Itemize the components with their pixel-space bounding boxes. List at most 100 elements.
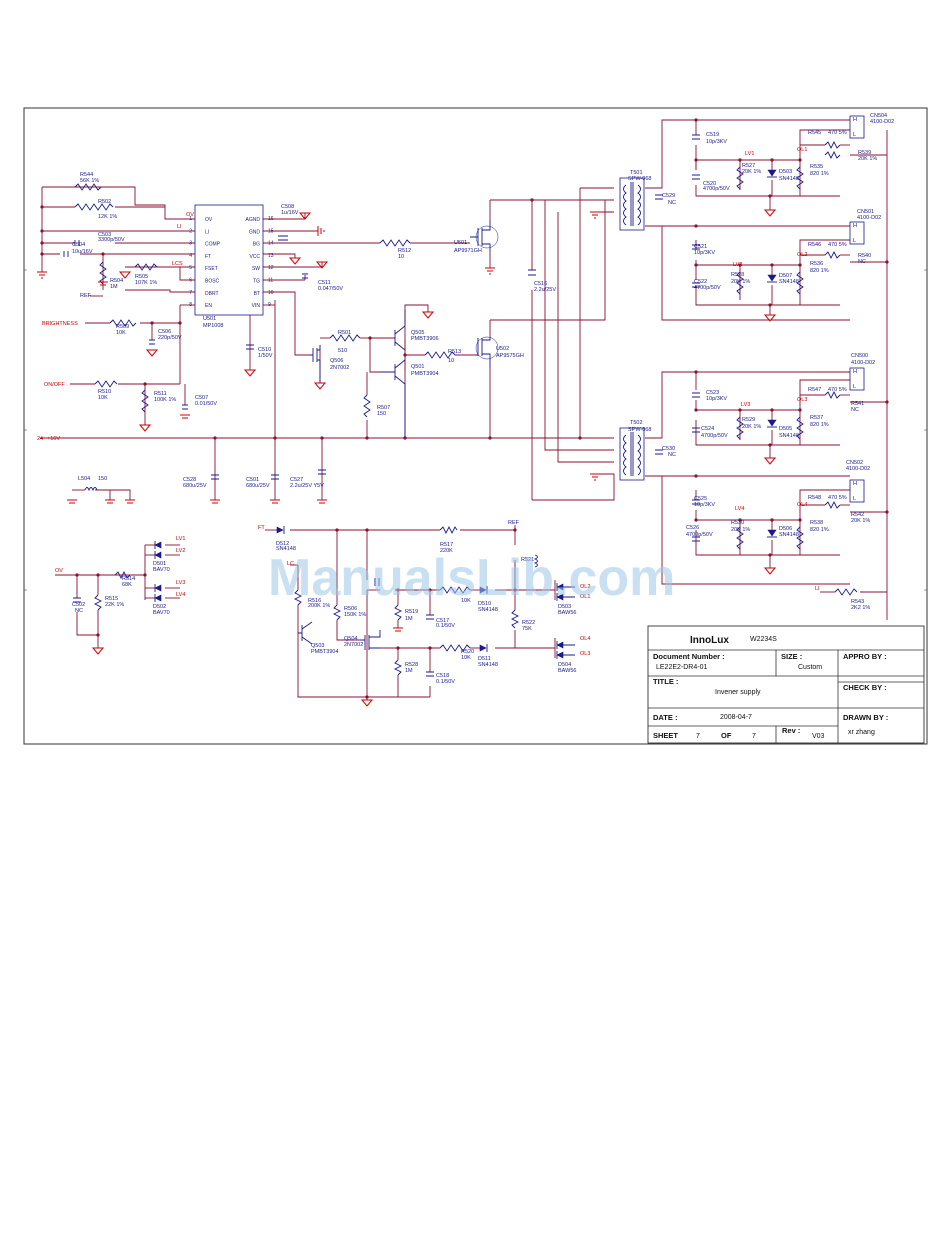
ic-pin-number: 16 (268, 216, 274, 222)
drawn-value: xr zhang (848, 729, 875, 736)
component-label: D512 (276, 541, 289, 547)
component-label: LV4 (735, 506, 744, 512)
size-value: Custom (798, 664, 822, 671)
ic-pin-number: 14 (268, 241, 274, 247)
component-label: D503 (558, 604, 571, 610)
component-label: 220p/50V (158, 335, 182, 341)
model-number: W2234S (750, 636, 777, 643)
ic-pin-name: FT (205, 254, 211, 260)
component-label: 150 (377, 411, 386, 417)
component-label: R541 (851, 401, 864, 407)
component-label: 0.047/50V (318, 286, 343, 292)
ic-pin-name: BT (254, 291, 260, 297)
component-label: 820 1% (810, 422, 829, 428)
component-label: 10p/3KV (694, 250, 715, 256)
component-label: C522 (694, 279, 707, 285)
ic-pin-name: BOSC (205, 279, 220, 285)
component-label: 200K 1% (308, 603, 330, 609)
sheet-label: SHEET (653, 731, 678, 740)
component-label: 12K 1% (98, 214, 117, 220)
component-label: 107K 1% (135, 280, 157, 286)
component-label: C506 (158, 329, 171, 335)
ic-pin-number: 2 (189, 228, 192, 234)
component-label: 20K 1% (731, 279, 750, 285)
component-label: R513 (448, 349, 461, 355)
component-label: C510 (258, 347, 271, 353)
component-label: 470 5% (828, 387, 847, 393)
component-label: 20K 1% (858, 156, 877, 162)
component-label: 1M (405, 616, 413, 622)
component-label: R522 (522, 620, 535, 626)
component-label: C527 (290, 477, 303, 483)
component-label: 680u/25V (183, 483, 207, 489)
component-label: 470 5% (828, 495, 847, 501)
ic-pin-number: 1 (189, 216, 192, 222)
component-label: 1M (405, 668, 413, 674)
junctions (40, 118, 889, 699)
component-label: 470 5% (828, 130, 847, 136)
component-label: 680u/25V (246, 483, 270, 489)
component-label: OV (55, 568, 63, 574)
component-label: 820 1% (810, 268, 829, 274)
rev-value: V03 (812, 733, 825, 740)
component-label: C525 (694, 496, 707, 502)
component-label: SN4148 (478, 662, 498, 668)
component-label: C530 (662, 446, 675, 452)
component-label: 1M (110, 284, 118, 290)
ic-pin-number: 3 (189, 241, 192, 247)
component-label: R515 (105, 596, 118, 602)
component-label: L (853, 132, 856, 138)
ic-pin-name: VCC (249, 254, 260, 260)
component-label: R544 (80, 172, 93, 178)
component-label: SN4148 (779, 279, 799, 285)
component-label: C504 (72, 242, 85, 248)
component-label: D505 (779, 426, 792, 432)
component-label: C517 (436, 618, 449, 624)
component-label: U502 (496, 346, 509, 352)
component-label: L (853, 384, 856, 390)
component-label: CN500 (851, 353, 868, 359)
component-label: NC (851, 407, 859, 413)
ic-pin-name: COMP (205, 242, 221, 248)
component-label: LV1 (176, 536, 185, 542)
doc-number: LE22E2-DR4-01 (656, 664, 707, 671)
component-label: PMBT3904 (411, 371, 439, 377)
component-label: BRIGHTNESS (42, 321, 78, 327)
ic-pin-name: GND (249, 229, 261, 235)
connectors (849, 115, 865, 503)
component-label: 470 5% (828, 242, 847, 248)
component-label: SN4148 (779, 532, 799, 538)
component-label: 10 (398, 254, 404, 260)
component-label: 10u/16V (72, 249, 93, 255)
component-label: H (853, 481, 857, 487)
ic-pin-number: 8 (189, 302, 192, 308)
component-label: 2.2u/25V (534, 287, 556, 293)
component-label: U501 (454, 240, 467, 246)
component-label: C511 (318, 280, 331, 286)
component-label: LI (815, 586, 820, 592)
component-label: 10p/3KV (694, 502, 715, 508)
diodes (154, 169, 777, 659)
component-label: Q505 (411, 330, 424, 336)
component-label: 10K (461, 655, 471, 661)
ic-pin-number: 13 (268, 253, 274, 259)
component-label: D510 (478, 601, 491, 607)
component-label: OL4 (797, 502, 807, 508)
component-label: 10K (116, 330, 126, 336)
component-label: R509 (116, 324, 129, 330)
component-label: D503 (779, 169, 792, 175)
drawn-label: DRAWN BY : (843, 713, 888, 722)
component-label: AP9971GH (454, 248, 482, 254)
component-label: R546 (808, 242, 821, 248)
component-label: 3300p/50V (98, 237, 125, 243)
component-label: D511 (478, 656, 491, 662)
component-label: C521 (694, 244, 707, 250)
component-label: AP9575GH (496, 353, 524, 359)
component-label: SN4148 (779, 433, 799, 439)
component-label: 68K (122, 582, 132, 588)
component-label: L (853, 496, 856, 502)
component-label: LV2 (176, 548, 185, 554)
of-label: OF (721, 731, 732, 740)
component-label: LV3 (176, 580, 185, 586)
